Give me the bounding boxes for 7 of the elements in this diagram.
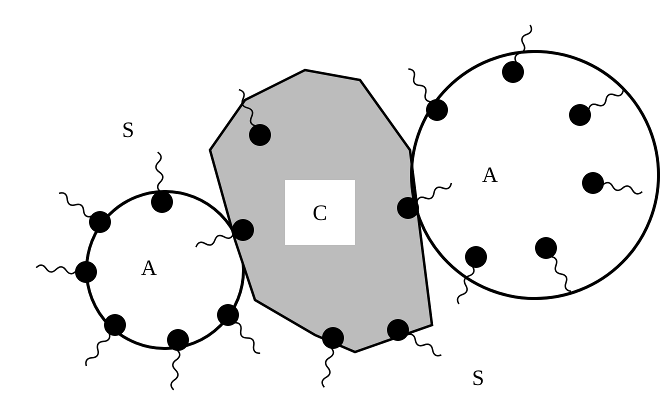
particle-label: A <box>141 256 157 280</box>
species-label: S <box>122 118 134 142</box>
species-label: S <box>472 366 484 390</box>
particle-circle <box>85 190 245 350</box>
particle-circle <box>410 50 660 300</box>
particle-label: A <box>482 163 498 187</box>
particle-label: C <box>285 180 355 245</box>
